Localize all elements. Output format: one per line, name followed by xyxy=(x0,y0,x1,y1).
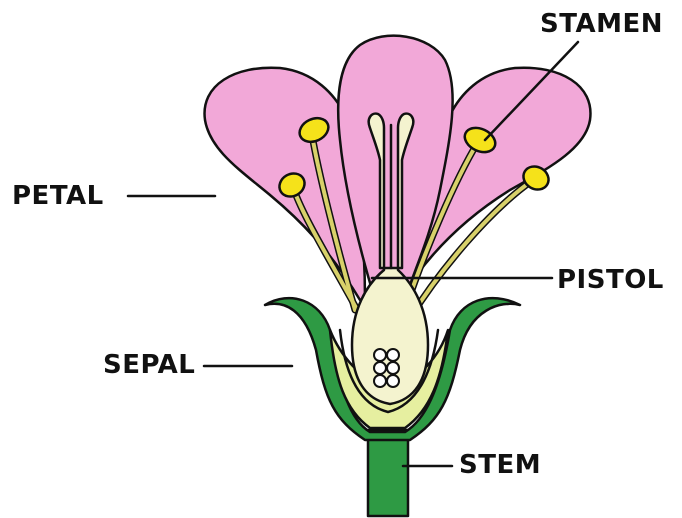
label-sepal: SEPAL xyxy=(103,350,195,380)
label-pistol: PISTOL xyxy=(557,265,664,295)
label-stem: STEM xyxy=(459,450,541,480)
ovules xyxy=(374,349,399,387)
stem xyxy=(368,430,408,516)
label-petal: PETAL xyxy=(12,181,104,211)
label-stamen: STAMEN xyxy=(540,9,663,39)
